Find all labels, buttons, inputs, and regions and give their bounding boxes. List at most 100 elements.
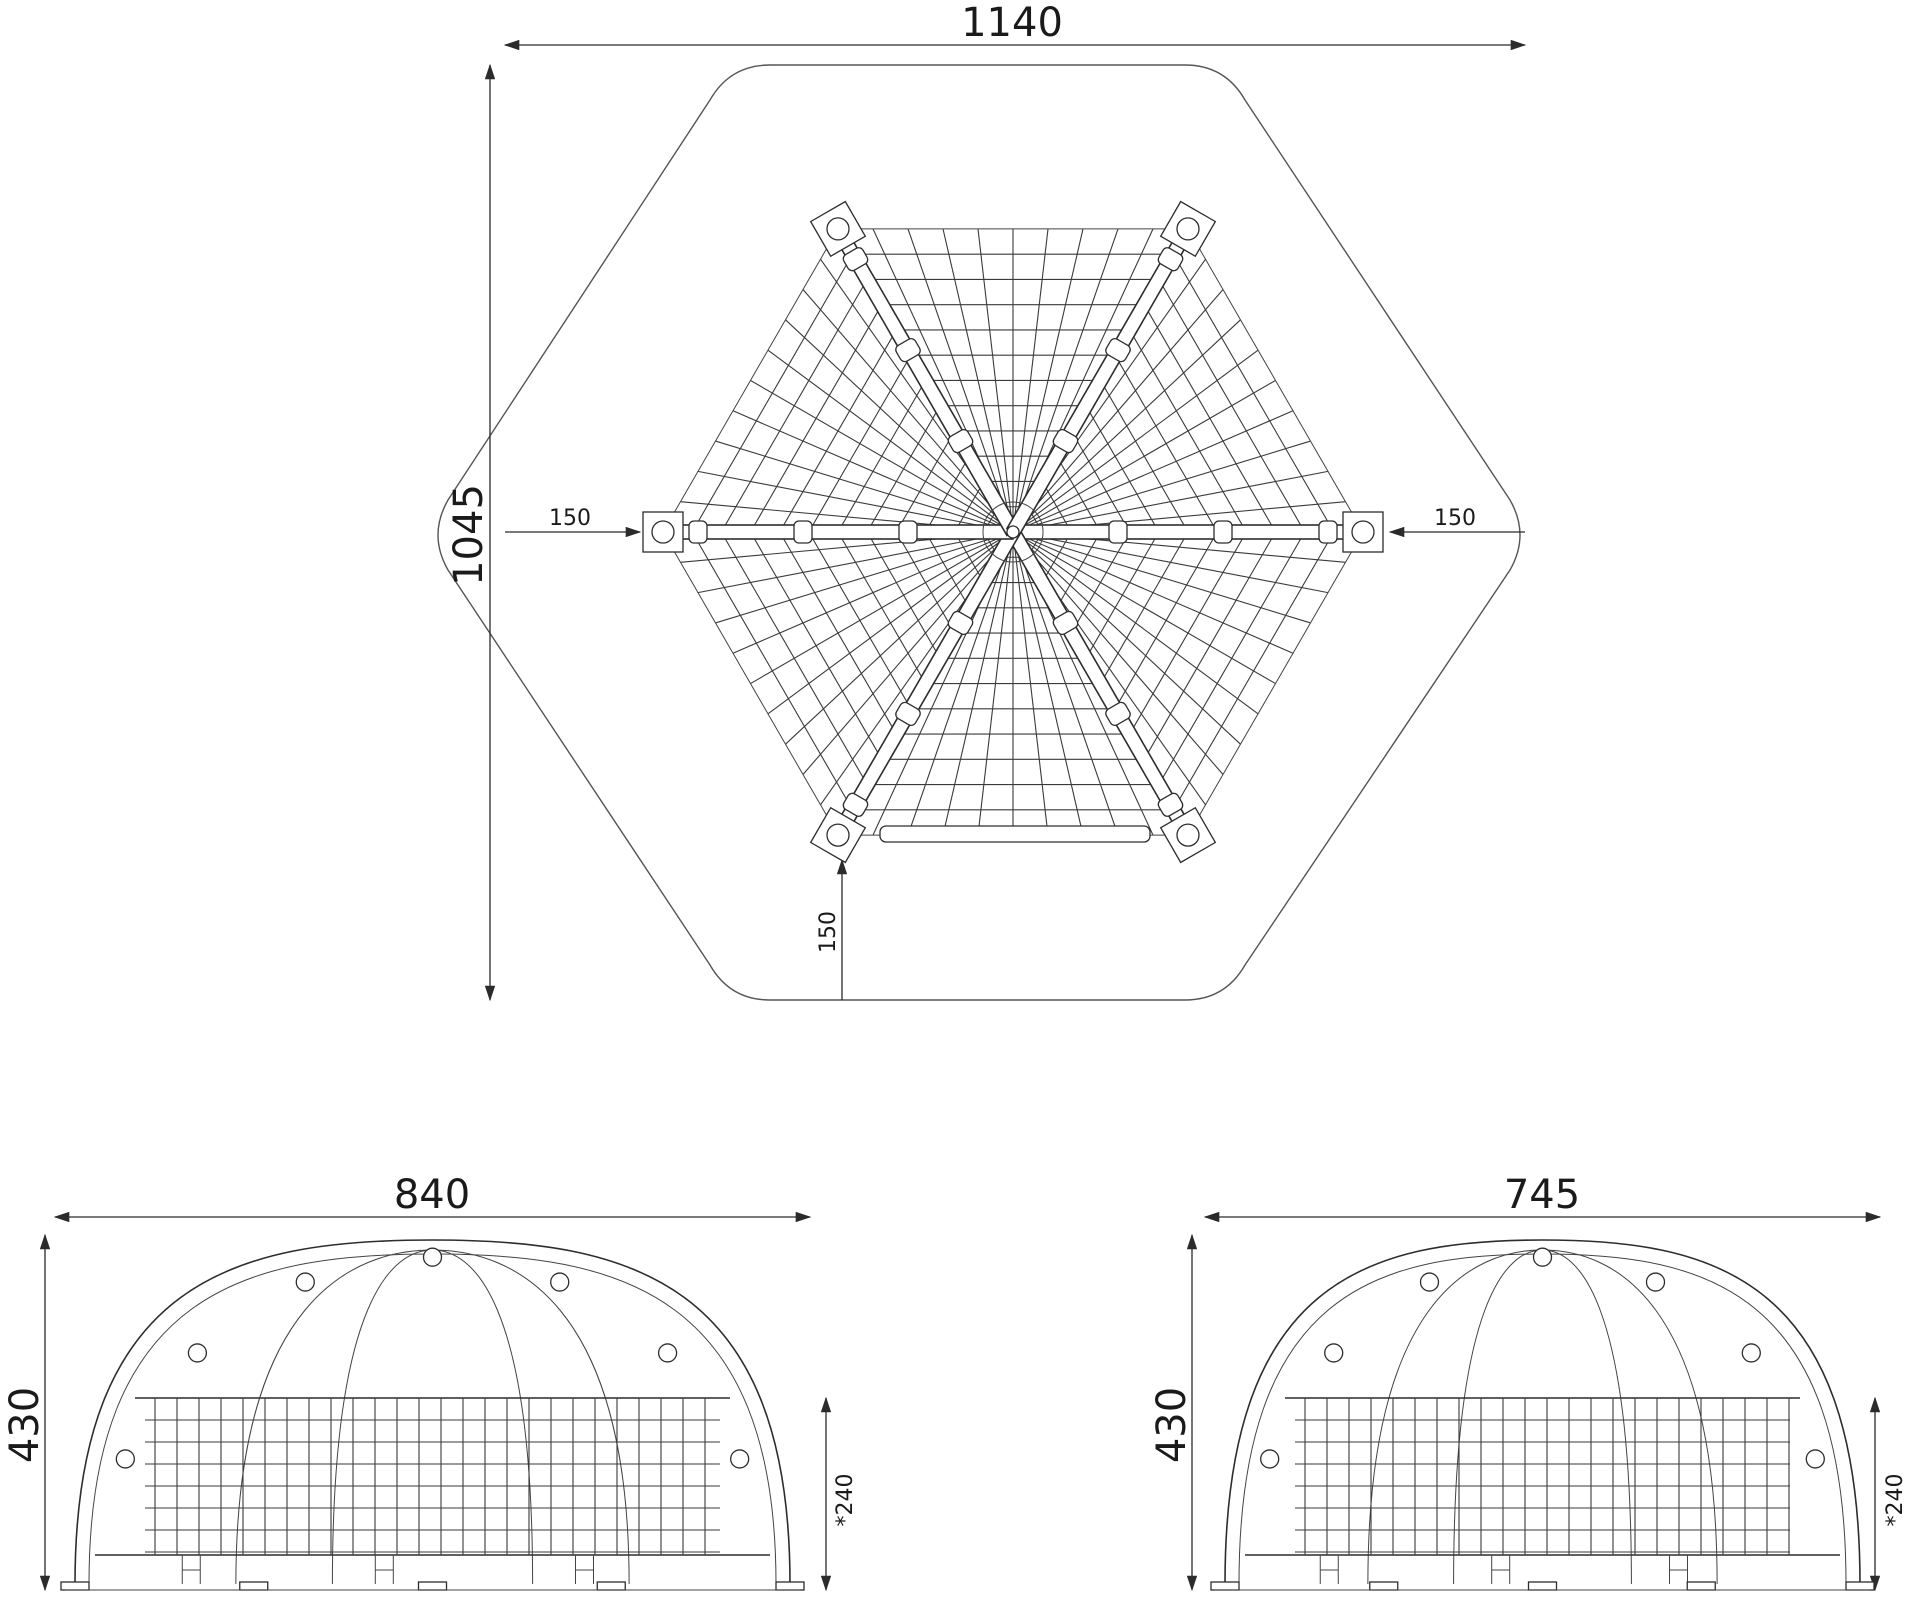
beam-joint bbox=[1105, 338, 1131, 363]
arch-joint bbox=[422, 1247, 443, 1267]
beam-joint bbox=[842, 792, 869, 817]
safety-zone-outline bbox=[437, 64, 1521, 1001]
net-radial-rope bbox=[802, 289, 1014, 533]
arch-joint bbox=[187, 1343, 208, 1363]
foot-plate bbox=[1686, 1581, 1716, 1591]
beam-joint bbox=[1105, 701, 1131, 726]
dimension-bottom-margin: 150 bbox=[816, 858, 848, 1000]
dimension-side-height-430: 430 bbox=[1149, 1233, 1198, 1592]
dimension-front-width-840: 840 bbox=[53, 1172, 812, 1223]
dimension-front-platform-240: *240 bbox=[820, 1396, 858, 1592]
foot-plate bbox=[596, 1581, 626, 1591]
net-radial-rope bbox=[767, 349, 1014, 533]
net-radial-rope bbox=[977, 228, 1014, 533]
net-radial-rope bbox=[750, 531, 1014, 685]
dimension-height-1045: 1045 bbox=[446, 63, 496, 1002]
net-radial-rope bbox=[1012, 531, 1259, 715]
net-radial-rope bbox=[785, 531, 1014, 745]
net-radial-rope bbox=[1012, 228, 1119, 533]
beam-joint bbox=[1052, 428, 1079, 454]
net-radial-rope bbox=[1012, 349, 1259, 533]
net-radial-rope bbox=[1012, 531, 1276, 685]
net-radial-rope bbox=[802, 531, 1014, 775]
main-beam bbox=[1012, 524, 1364, 540]
arch-joint bbox=[1532, 1247, 1553, 1267]
front-view: 840 430 *240 bbox=[2, 1172, 858, 1592]
corner-post bbox=[1351, 520, 1375, 544]
beam-joint bbox=[895, 338, 921, 363]
arch-joint bbox=[657, 1343, 678, 1363]
dimension-label-side-430: 430 bbox=[1149, 1387, 1195, 1463]
net-radial-rope bbox=[1012, 319, 1241, 533]
top-view: 1140 1045 150 150 150 bbox=[437, 0, 1527, 1002]
corner-post bbox=[1176, 823, 1200, 847]
arch-joint bbox=[1419, 1272, 1440, 1292]
arch-joint bbox=[115, 1449, 135, 1469]
net-radial-rope bbox=[1012, 531, 1241, 745]
net-radial-rope bbox=[1012, 228, 1049, 533]
net-radial-rope bbox=[1012, 531, 1049, 836]
net-radial-rope bbox=[715, 440, 1014, 533]
arch-joint bbox=[1741, 1343, 1761, 1363]
net-radial-rope bbox=[1012, 440, 1311, 533]
dimension-side-platform-240: *240 bbox=[1869, 1396, 1908, 1592]
beam-joint bbox=[1213, 520, 1233, 544]
dimension-label-1140: 1140 bbox=[961, 0, 1063, 46]
hexagonal-climbing-net-top bbox=[642, 200, 1384, 864]
dimension-label-840: 840 bbox=[394, 1172, 470, 1218]
beam-joint bbox=[1108, 520, 1128, 544]
net-radial-rope bbox=[1012, 470, 1329, 533]
beam-joint bbox=[842, 247, 869, 272]
net-radial-rope bbox=[1012, 531, 1294, 654]
dimension-right-margin: 150 bbox=[1388, 506, 1525, 538]
hub-ring bbox=[982, 501, 1044, 563]
arch-joint bbox=[1805, 1449, 1825, 1469]
arch-joint bbox=[295, 1272, 315, 1292]
foot-plate bbox=[1369, 1581, 1399, 1591]
net-radial-rope bbox=[1012, 531, 1084, 836]
net-radial-rope bbox=[907, 228, 1014, 533]
net-radial-rope bbox=[907, 531, 1014, 836]
corner-post bbox=[651, 520, 675, 544]
net-radial-rope bbox=[1012, 531, 1224, 775]
net-radial-rope bbox=[732, 410, 1014, 533]
bottom-bar bbox=[879, 825, 1151, 843]
net-radial-rope bbox=[942, 228, 1014, 533]
net-radial-rope bbox=[732, 531, 1014, 654]
outer-arch bbox=[1224, 1239, 1861, 1585]
foot-plate bbox=[239, 1581, 269, 1591]
net-radial-rope bbox=[785, 319, 1014, 533]
corner-post bbox=[826, 823, 850, 847]
climbing-net-front-elevation bbox=[60, 1239, 805, 1591]
dimension-left-margin: 150 bbox=[505, 506, 642, 538]
beam-joint bbox=[688, 520, 708, 544]
arch-joint bbox=[550, 1272, 570, 1292]
net-radial-rope bbox=[767, 531, 1014, 715]
arch-joint bbox=[1260, 1449, 1280, 1469]
side-view: 745 430 *240 bbox=[1149, 1172, 1908, 1592]
base-plate bbox=[1342, 511, 1384, 553]
arch-joint bbox=[1324, 1343, 1344, 1363]
foot-plate bbox=[1845, 1581, 1875, 1591]
dimension-label-bottom-150: 150 bbox=[816, 911, 841, 953]
foot-plate bbox=[1210, 1581, 1240, 1591]
foot-plate bbox=[1527, 1581, 1558, 1591]
dimension-label-1045: 1045 bbox=[446, 484, 492, 586]
corner-post bbox=[826, 217, 850, 241]
corner-post bbox=[1176, 217, 1200, 241]
arch-joint bbox=[730, 1449, 750, 1469]
net-radial-rope bbox=[1012, 228, 1084, 533]
climbing-net-side-elevation bbox=[1210, 1239, 1875, 1591]
beam-joint bbox=[1052, 610, 1079, 636]
net-radial-rope bbox=[977, 531, 1014, 836]
net-radial-rope bbox=[942, 531, 1014, 836]
foot-plate bbox=[417, 1581, 448, 1591]
dimension-side-width-745: 745 bbox=[1203, 1172, 1882, 1223]
dimension-label-745: 745 bbox=[1504, 1172, 1580, 1218]
arch-joint bbox=[1645, 1272, 1666, 1292]
beam-joint bbox=[895, 701, 921, 726]
net-radial-rope bbox=[1012, 531, 1329, 594]
main-beam bbox=[662, 524, 1014, 540]
net-radial-rope bbox=[1012, 531, 1311, 624]
